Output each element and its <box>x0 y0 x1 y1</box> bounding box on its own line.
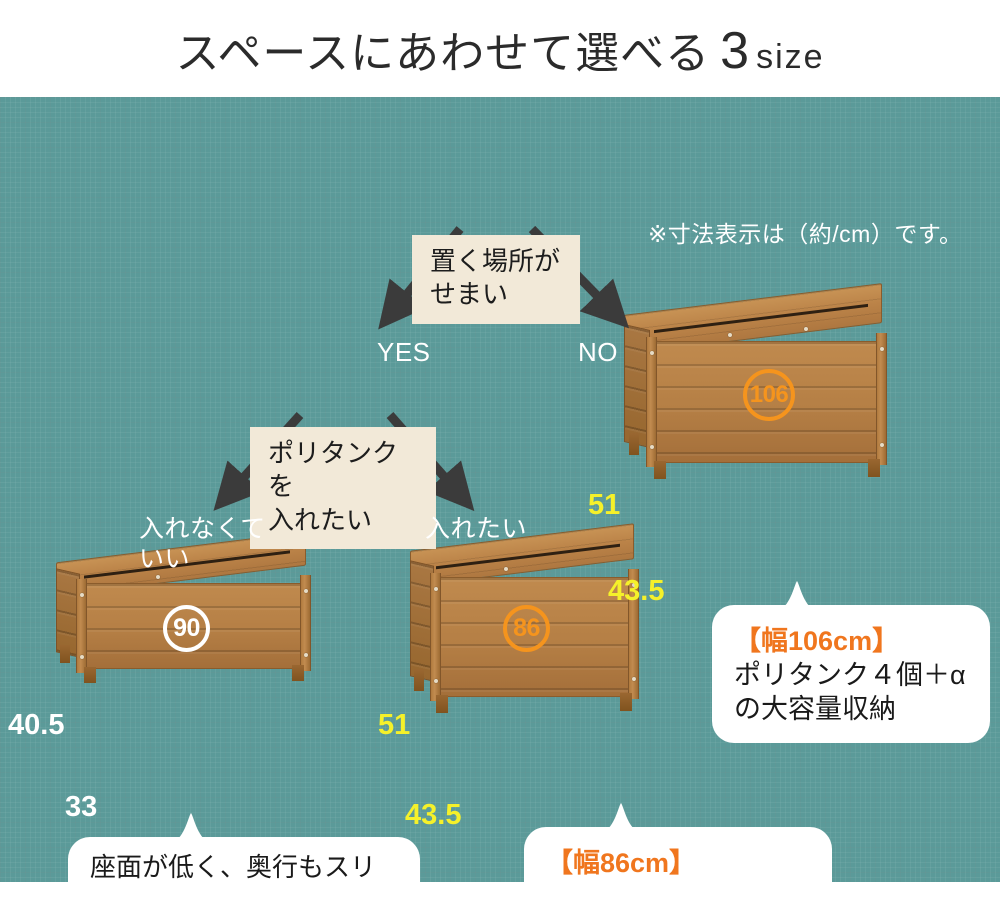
teal-board: ※寸法表示は（約/cm）です。 <box>0 97 1000 910</box>
callout-106: 【幅106cm】 ポリタンク４個＋α の大容量収納 <box>712 605 990 743</box>
callout-tail-90 <box>170 813 212 843</box>
dimension-note: ※寸法表示は（約/cm）です。 <box>648 221 963 247</box>
title-main-text: スペースにあわせて選べる <box>175 28 711 78</box>
product-image-106 <box>618 283 898 493</box>
branch-label-yes-tank: 入れたい <box>425 515 528 543</box>
decision-box-want-tank: ポリタンクを 入れたい <box>250 427 436 549</box>
decision-box-place-narrow: 置く場所が せまい <box>412 235 580 324</box>
page-title: スペースにあわせて選べる 3 size <box>175 17 824 81</box>
callout-tail-86 <box>600 803 642 833</box>
dimension-height-106: 51 <box>588 489 621 521</box>
size-badge-86: 86 <box>503 605 550 652</box>
header: スペースにあわせて選べる 3 size <box>0 0 1000 97</box>
dimension-height-90: 40.5 <box>8 709 65 741</box>
dimension-depth-86: 43.5 <box>405 799 462 831</box>
branch-label-no: NO <box>578 337 618 367</box>
branch-label-yes: YES <box>377 337 431 367</box>
branch-label-no-tank: 入れなくて いい <box>139 515 266 573</box>
title-size-count: 3 <box>720 21 751 80</box>
callout-caption-86: 【幅86cm】 <box>546 848 697 878</box>
dimension-height-86: 51 <box>378 709 411 741</box>
callout-body-106: ポリタンク４個＋α の大容量収納 <box>734 660 966 724</box>
callout-caption-106: 【幅106cm】 <box>734 626 900 656</box>
title-size-unit: size <box>756 37 825 76</box>
dimension-depth-90: 33 <box>65 791 98 823</box>
size-badge-106: 106 <box>743 369 795 421</box>
callout-tail-106 <box>776 581 818 611</box>
size-badge-90: 90 <box>163 605 210 652</box>
dimension-depth-106: 43.5 <box>608 575 665 607</box>
footer-spacer <box>0 882 1000 910</box>
